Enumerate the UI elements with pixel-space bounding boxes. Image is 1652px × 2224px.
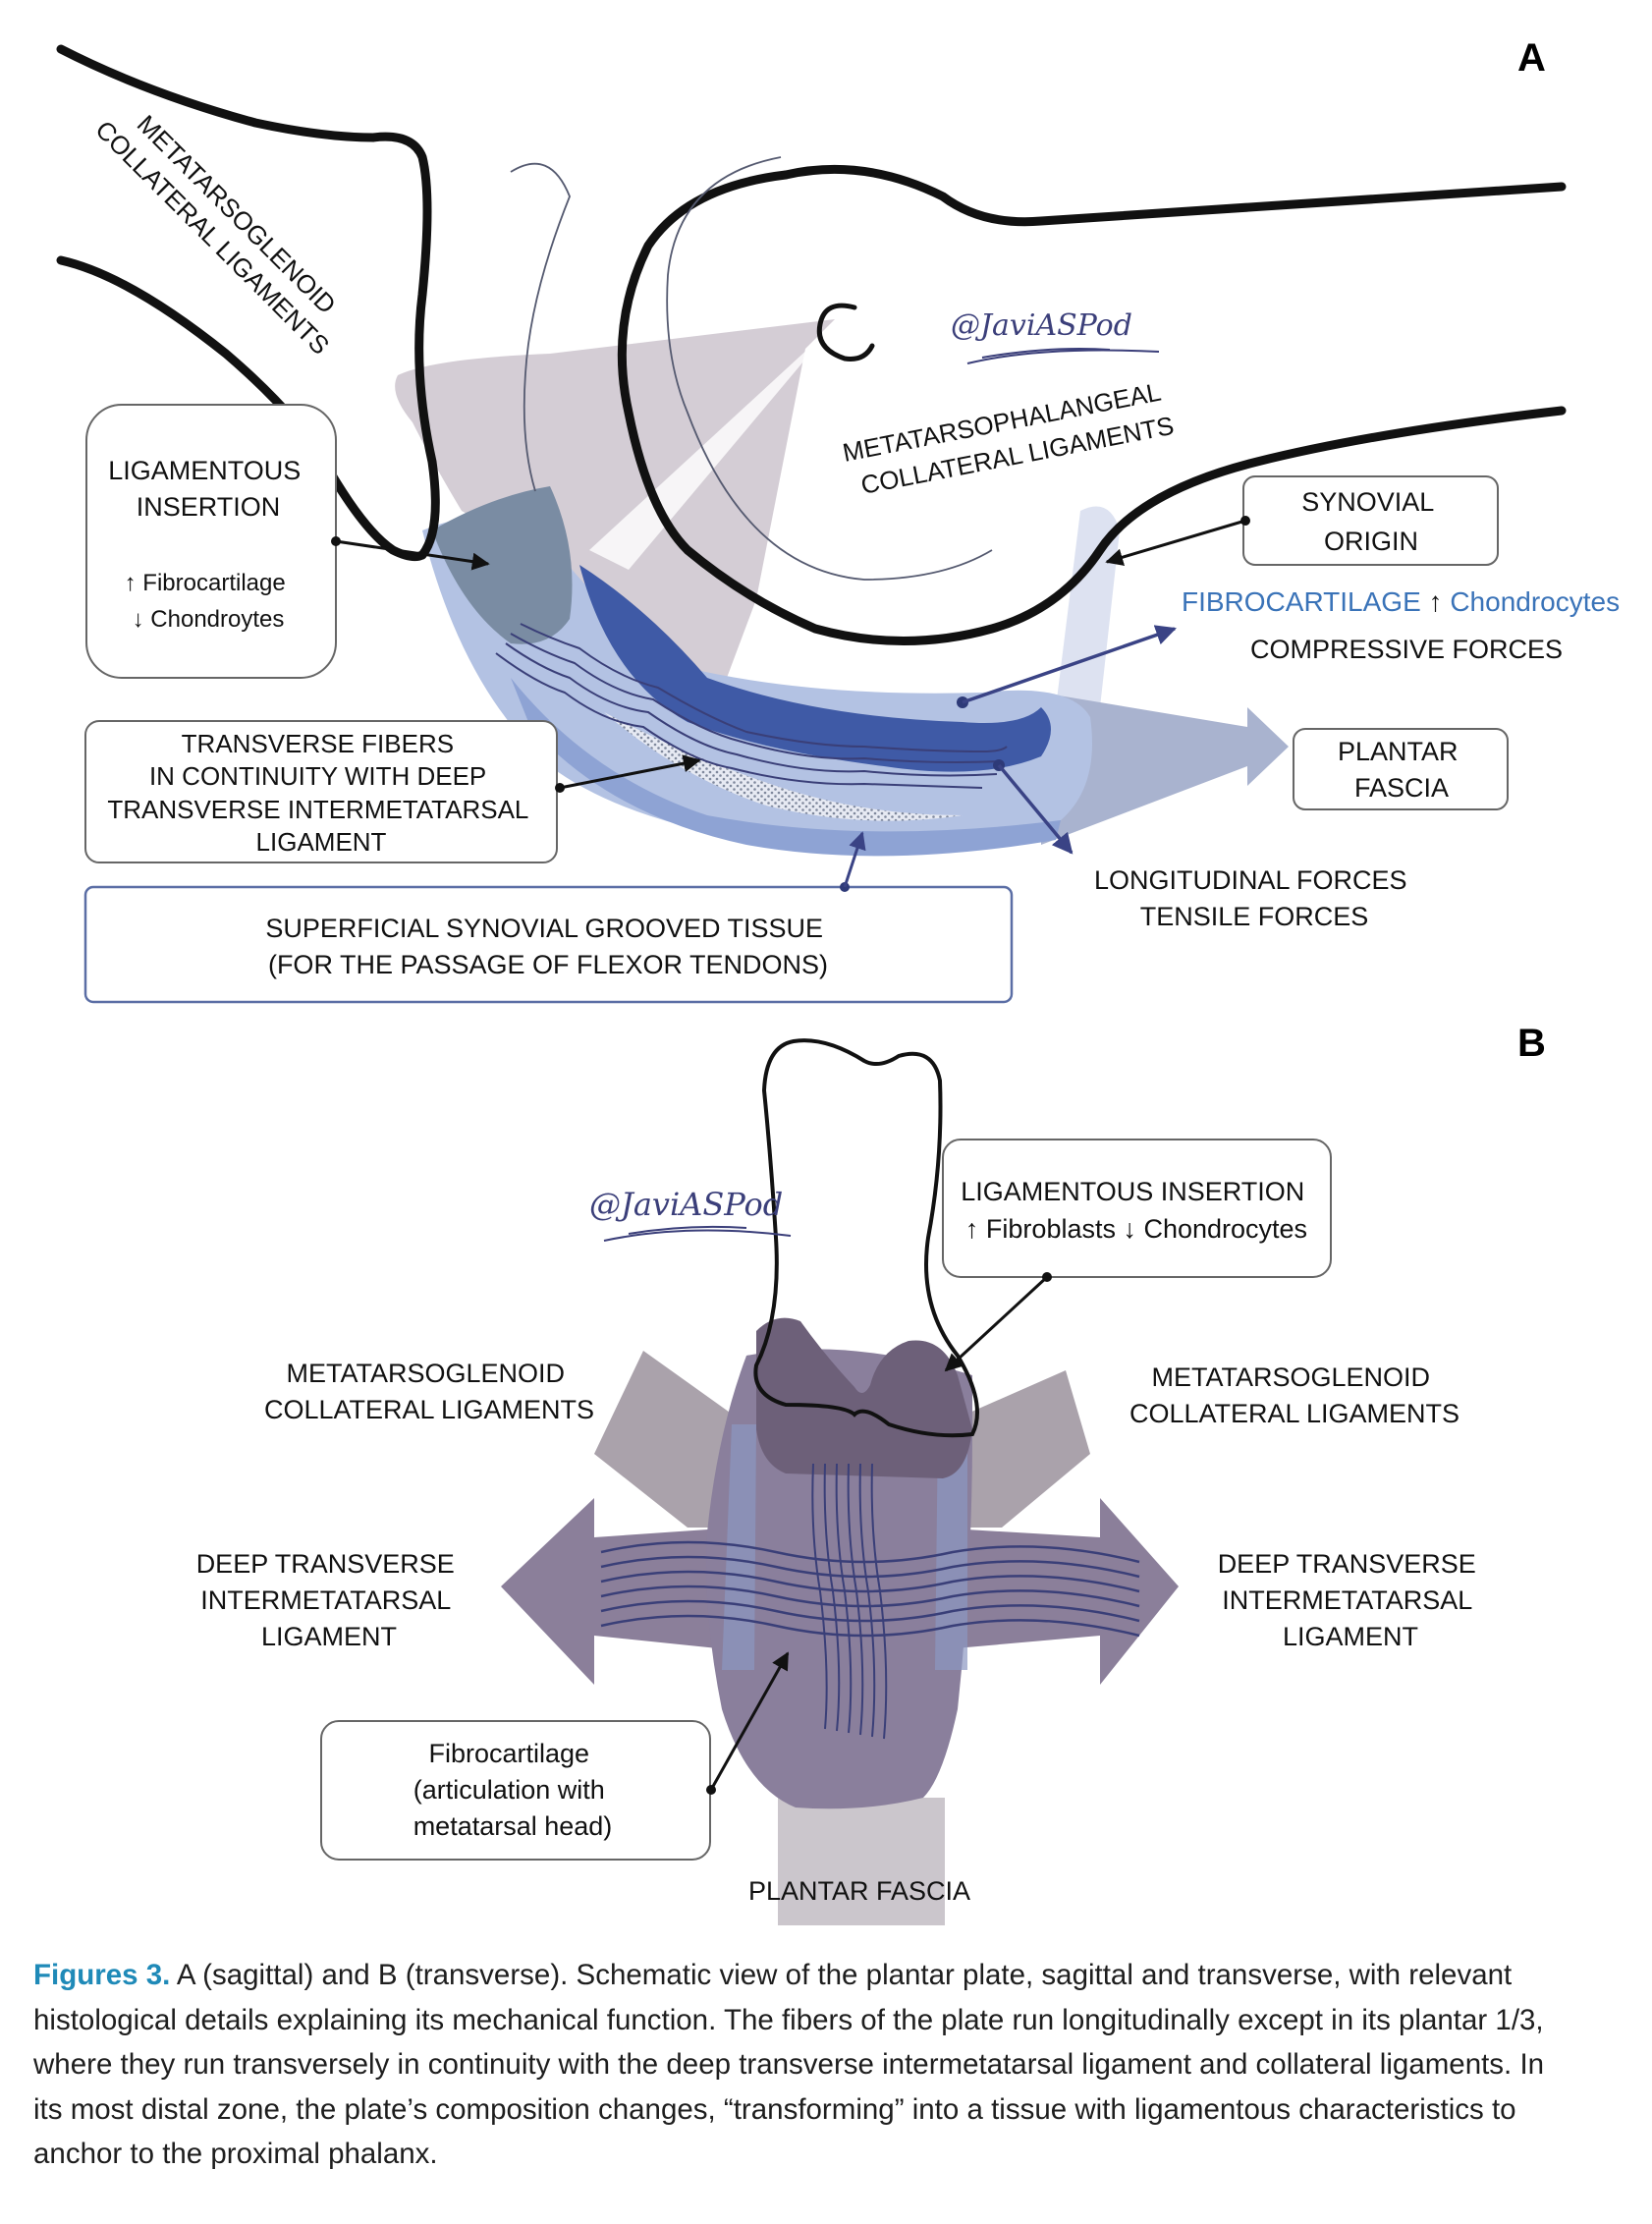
plantar-plate-figure: A [56, 36, 1620, 1925]
transverse-fibers-label: TRANSVERSE FIBERS IN CONTINUITY WITH DEE… [107, 729, 534, 857]
forces-label: LONGITUDINAL FORCES TENSILE FORCES [1094, 865, 1414, 931]
plantar-fascia-box [1293, 728, 1509, 810]
collateral-ligament-fan [395, 319, 835, 678]
figure-caption: Figures 3. A (sagittal) and B (transvers… [33, 1953, 1566, 2177]
fibrocartilage-region [579, 565, 1051, 772]
ligamentous-insertion-box-b [942, 1139, 1332, 1278]
ligamentous-insertion-box [85, 404, 337, 679]
panel-a: A [56, 36, 1620, 1004]
fibrocartilage-callout-b: Fibrocartilage (articulation with metata… [320, 1651, 790, 1861]
plantar-fascia-callout: PLANTAR FASCIA [1293, 728, 1509, 810]
plantar-fascia-label-b: PLANTAR FASCIA [748, 1876, 970, 1906]
ligamentous-insertion-callout-b: LIGAMENTOUS INSERTION ↑ Fibroblasts ↓ Ch… [942, 1139, 1332, 1372]
compressive-forces-label: COMPRESSIVE FORCES [1250, 635, 1563, 664]
plate-lower-band [511, 678, 1061, 857]
mp-ligaments-label: METATARSOPHALANGEAL COLLATERAL LIGAMENTS [840, 375, 1176, 502]
panel-b: B @JaviASPo [196, 1022, 1546, 1925]
plantar-fascia-label: PLANTAR FASCIA [1338, 737, 1465, 803]
panel-b-letter: B [1517, 1022, 1546, 1065]
panel-a-letter: A [1517, 36, 1546, 80]
fan-light-wedge [589, 324, 835, 570]
synovial-origin-callout: SYNOVIAL ORIGIN [1105, 475, 1499, 567]
plantar-fascia-strip-b [778, 1798, 945, 1925]
superficial-tissue-callout: SUPERFICIAL SYNOVIAL GROOVED TISSUE (FOR… [83, 831, 1014, 1004]
mg-ligaments-left-label: METATARSOGLENOID COLLATERAL LIGAMENTS [264, 1359, 594, 1424]
ligamentous-insertion-details: ↑ Fibrocartilage ↓ Chondroytes [125, 570, 293, 633]
caption-title: Figures 3. [33, 1959, 171, 1991]
transverse-fibers-callout: TRANSVERSE FIBERS IN CONTINUITY WITH DEE… [84, 720, 701, 863]
ligamentous-insertion-title: LIGAMENTOUS INSERTION [108, 456, 308, 522]
superficial-tissue-label: SUPERFICIAL SYNOVIAL GROOVED TISSUE (FOR… [265, 914, 830, 979]
plate-side-strip-right [935, 1424, 967, 1670]
fibers-b [600, 1463, 1140, 1740]
plantar-fascia-arrow [1041, 693, 1289, 845]
compressive-arrow [962, 625, 1177, 704]
dtil-left-label: DEEP TRANSVERSE INTERMETATARSAL LIGAMENT [196, 1549, 463, 1651]
signature-a-underline [966, 348, 1160, 364]
insertion-region [432, 486, 573, 644]
caption-text: A (sagittal) and B (transverse). Schemat… [33, 1959, 1545, 2170]
dtil-right-label: DEEP TRANSVERSE INTERMETATARSAL LIGAMENT [1218, 1549, 1484, 1651]
mg-ligaments-right-label: METATARSOGLENOID COLLATERAL LIGAMENTS [1129, 1362, 1459, 1428]
longitudinal-fibers [495, 623, 1008, 789]
superficial-tissue-box [83, 885, 1014, 1004]
signature-b-underline [603, 1225, 792, 1242]
fibrocartilage-chondrocytes-label: FIBROCARTILAGE ↑ Chondrocytes [1182, 586, 1620, 617]
bone-inner-outlines [510, 156, 993, 581]
phalanx-outline [753, 1038, 979, 1438]
phalanx-head-region [756, 1317, 972, 1478]
ligamentous-insertion-label-b: LIGAMENTOUS INSERTION ↑ Fibroblasts ↓ Ch… [961, 1177, 1312, 1244]
tensile-arrow [997, 763, 1074, 855]
signature-a: @JaviASPod [951, 308, 1132, 343]
signature-b: @JaviASPod [589, 1186, 783, 1223]
mg-wing-right [943, 1370, 1090, 1528]
fibrocartilage-label-b: Fibrocartilage (articulation with metata… [413, 1739, 613, 1841]
plate-side-strip-left [722, 1424, 756, 1670]
synovial-origin-label: SYNOVIAL ORIGIN [1301, 487, 1441, 556]
transverse-fibers-dots [604, 712, 963, 821]
dtil-left-arrow [501, 1498, 737, 1685]
mg-wing-left [594, 1351, 746, 1528]
synovial-origin-region [1056, 506, 1120, 707]
ligamentous-insertion-callout: LIGAMENTOUS INSERTION ↑ Fibrocartilage ↓… [85, 404, 490, 679]
